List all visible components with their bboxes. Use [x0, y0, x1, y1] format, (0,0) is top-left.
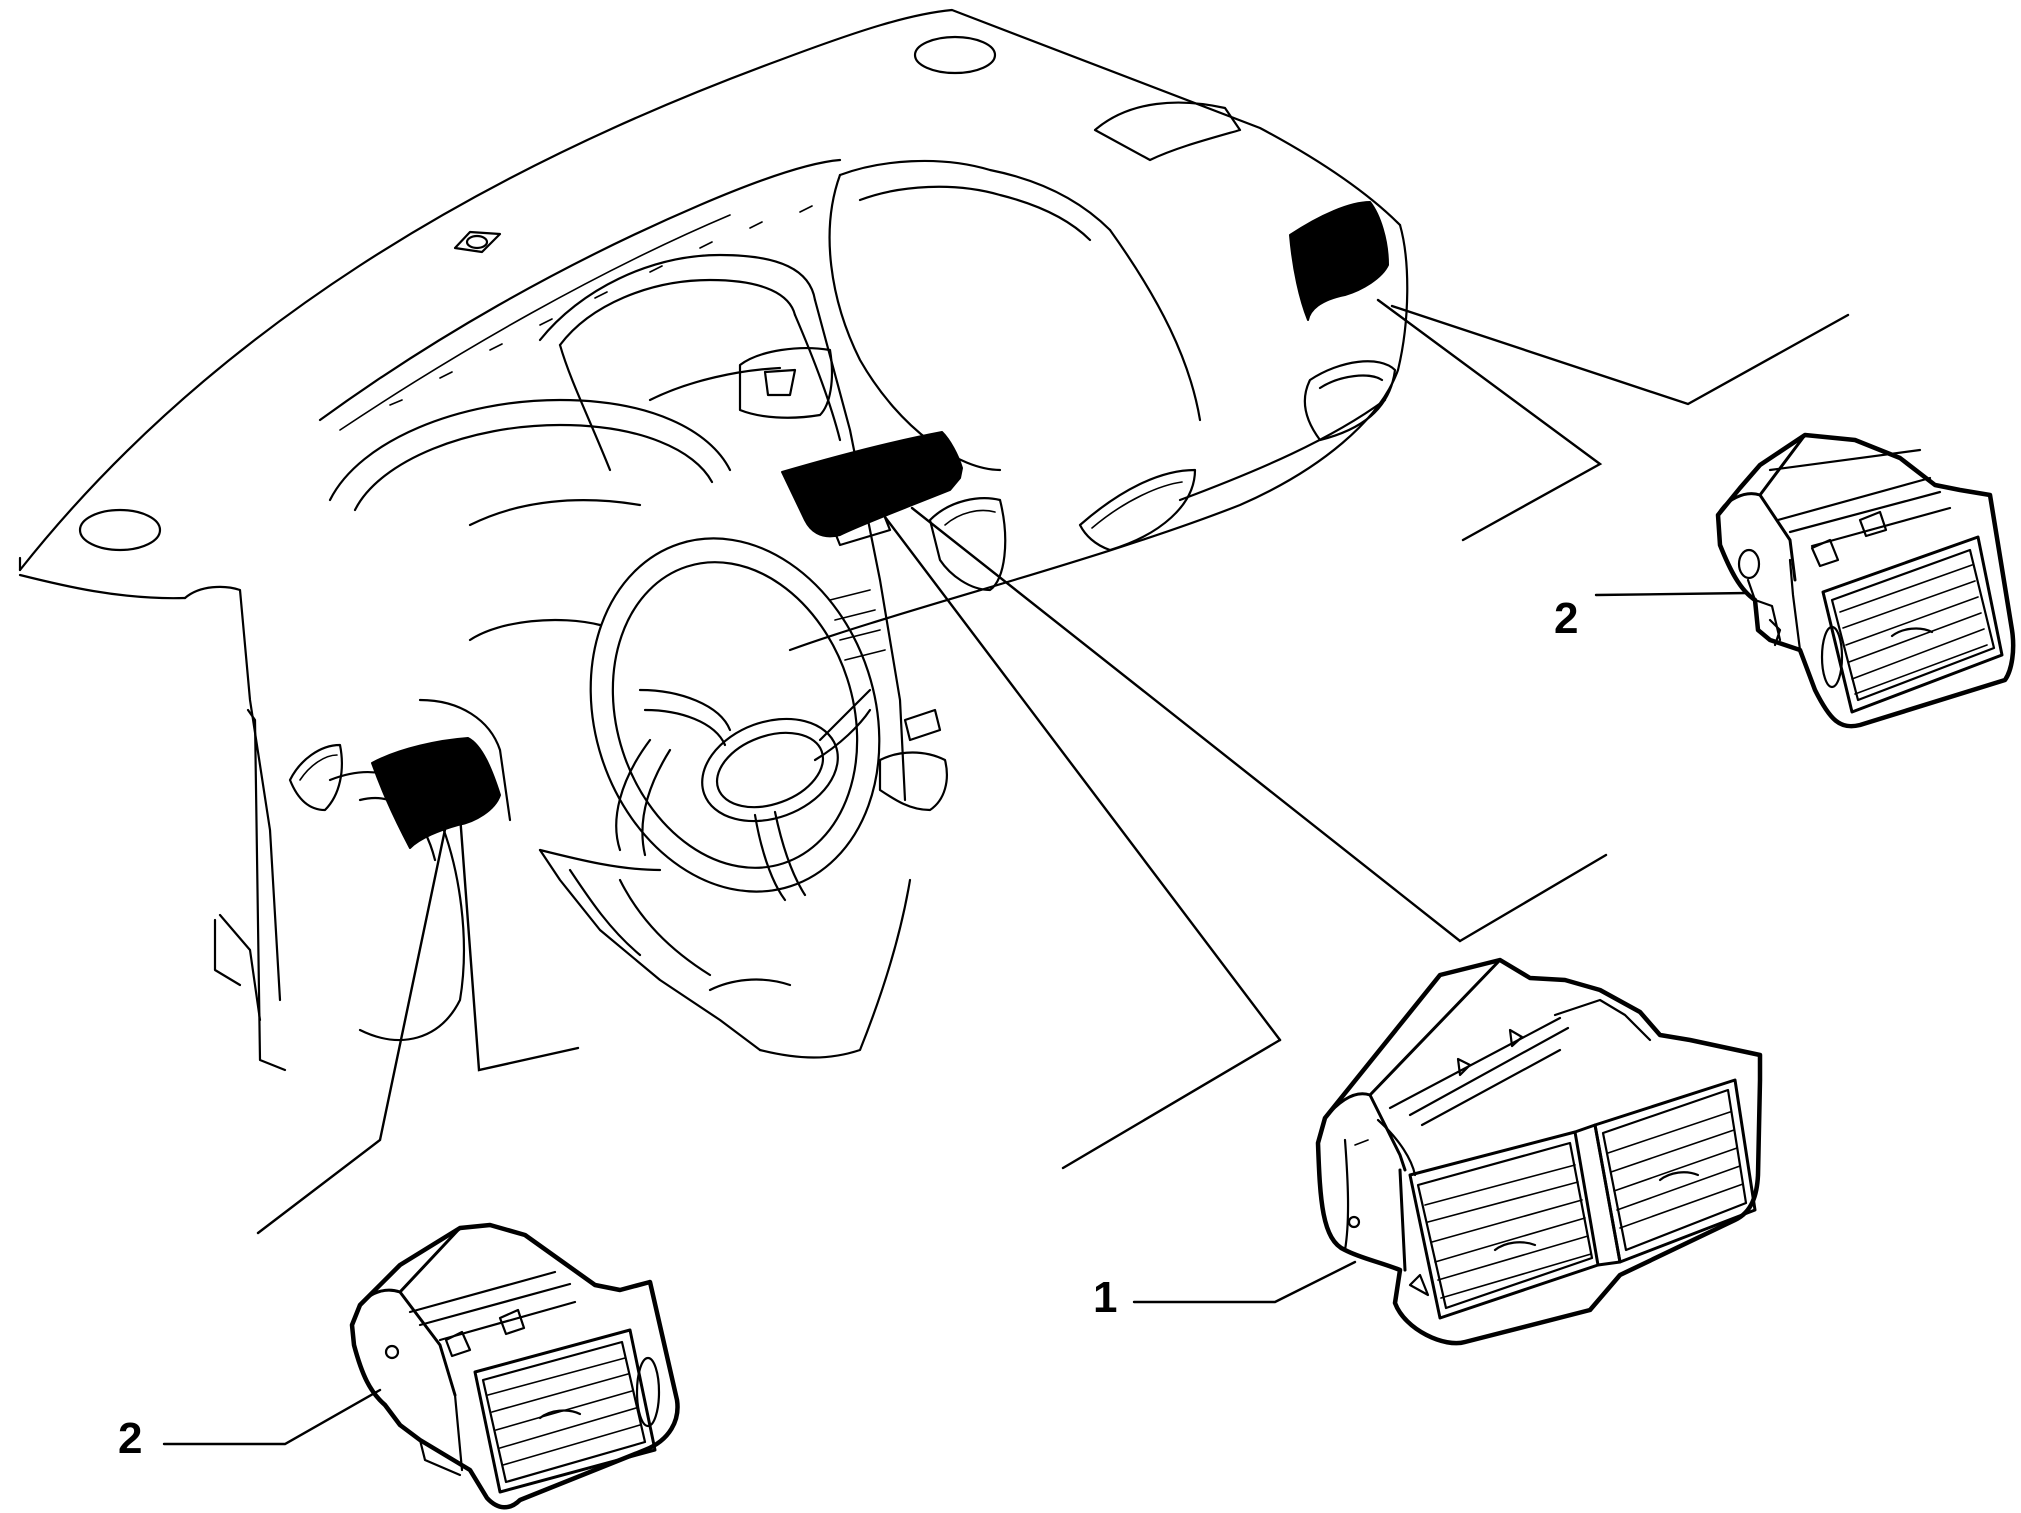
leader-line-1 — [1132, 1260, 1357, 1304]
central-vent-right-grille — [1593, 1078, 1757, 1264]
vent-location-right — [1289, 201, 1389, 321]
projection-lines — [256, 298, 1850, 1235]
left-air-vent — [349, 1222, 680, 1510]
vent-location-left — [371, 737, 501, 849]
callout-leaders — [162, 591, 1750, 1446]
leader-line-2-left — [162, 1388, 382, 1446]
vent-location-center — [781, 431, 963, 538]
callout-number-2-left: 2 — [118, 1414, 142, 1463]
dashboard-assembly — [18, 8, 1409, 1072]
vent-location-markers — [371, 201, 1389, 849]
right-air-vent — [1715, 432, 2016, 729]
steering-wheel — [589, 537, 881, 902]
callout-number-2-right: 2 — [1554, 594, 1578, 643]
callout-number-1: 1 — [1093, 1273, 1117, 1322]
leader-line-2-right — [1594, 591, 1750, 597]
central-air-vent — [1315, 957, 1763, 1346]
central-vent-left-grille — [1408, 1130, 1600, 1320]
